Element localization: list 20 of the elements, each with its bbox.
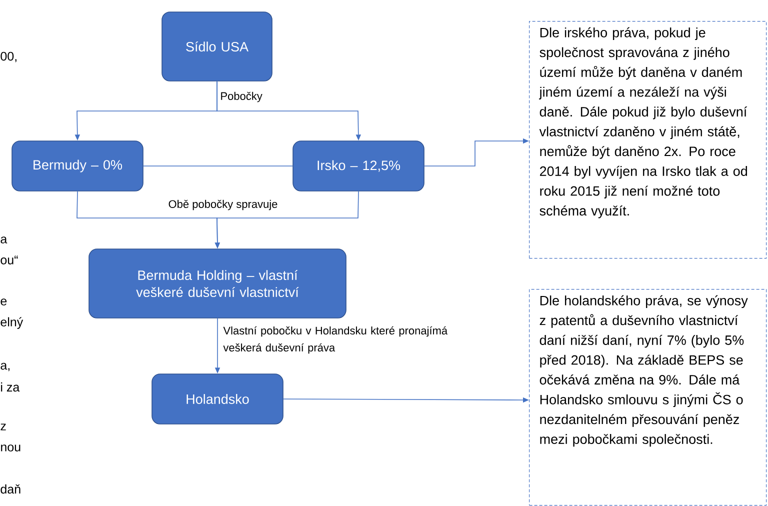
process-box: Bermuda Holding – vlastní veškeré duševní vlastnictví bbox=[88, 248, 346, 318]
edge-label: Pobočky bbox=[221, 92, 262, 102]
process-box: Irsko – 12,5% bbox=[292, 140, 424, 192]
text-fragment: 00, bbox=[0, 52, 16, 62]
edge-label: Vlastní pobočku v Holandsku které pronajímá veškerá duševní práva bbox=[223, 326, 448, 354]
text-fragment: ou“ bbox=[0, 256, 18, 264]
text-fragment: daň bbox=[0, 484, 20, 494]
process-box: Bermudy – 0% bbox=[12, 140, 144, 192]
text-fragment: a, bbox=[0, 362, 10, 372]
note-box: Dle irského práva, pokud je společnost spravována z jiného území může být daněna v daném jiném území a nezáleží na výši daně. Dále pokud již bylo duševní vlastnictví zdaněno v jiném státě, nemůže být daněno 2x. Po roce 2014 byl vyvíjen na Irsko tlak a od roku 2015 již není možné toto schéma využít. bbox=[529, 21, 767, 259]
text-fragment: i za bbox=[1, 382, 20, 392]
process-box: Sídlo USA bbox=[162, 12, 272, 82]
process-box: Holandsko bbox=[152, 374, 284, 424]
text-fragment: elný bbox=[0, 317, 24, 329]
text-fragment: e bbox=[0, 298, 7, 306]
text-fragment: nou bbox=[1, 444, 20, 452]
text-fragment: a bbox=[0, 236, 8, 244]
note-box: Dle holandského práva, se výnosy z patentů a duševního vlastnictví daní nižší daní, nyní 7% (bylo 5% před 2018). Na základě BEPS se očekává změna na 9%. Dále má Holandsko smlouvu s jinými ČS o nezdanitelném přesouvání peněz mezi pobočkami společnosti. bbox=[529, 289, 767, 506]
edge-label: Obě pobočky spravuje bbox=[168, 200, 278, 210]
text-fragment: z bbox=[0, 424, 6, 430]
